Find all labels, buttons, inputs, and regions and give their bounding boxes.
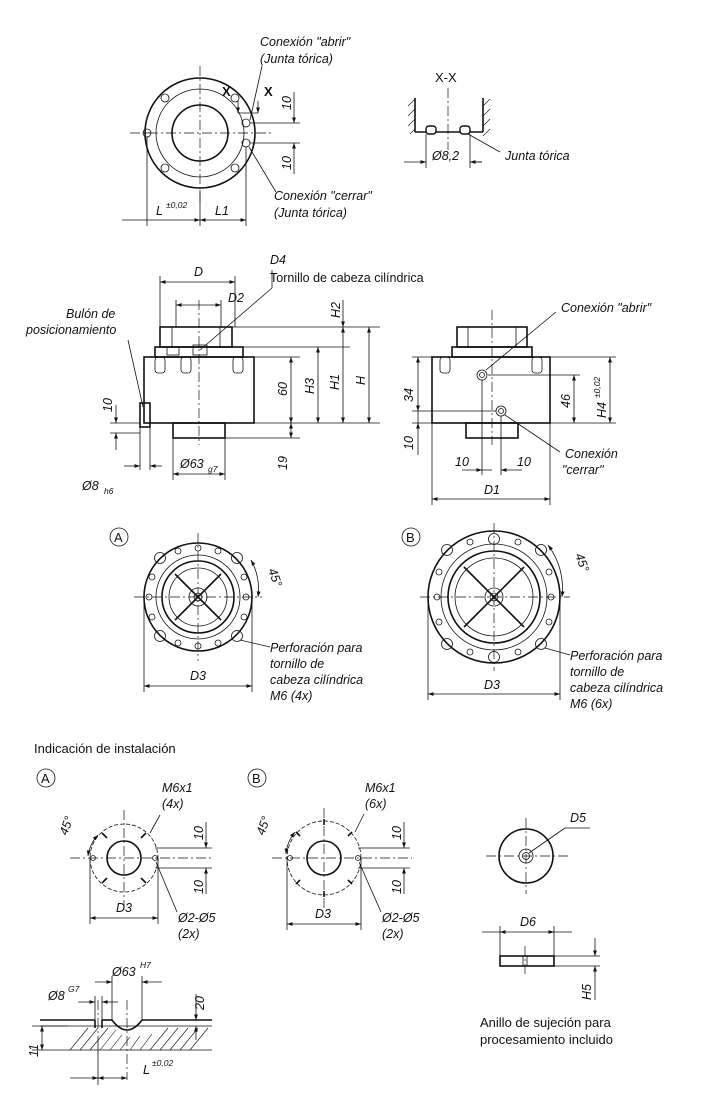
install-b-D3: D3	[315, 907, 331, 921]
dim-10-lower: 10	[280, 156, 294, 170]
dim-60: 60	[276, 382, 290, 396]
conn-close-sub: (Junta tórica)	[274, 206, 347, 220]
section-xx: X-X Ø8,2 Junta tórica	[404, 70, 570, 168]
dim-D3-a: D3	[190, 669, 206, 683]
conn-open-b: Conexión "abrir"	[561, 301, 652, 315]
dim-8: Ø8	[81, 479, 99, 493]
dim-D1: D1	[484, 483, 500, 497]
dim-10b-b: 10	[517, 455, 531, 469]
install-a-10b: 10	[192, 880, 206, 894]
dim-oring-bore: Ø8,2	[431, 149, 459, 163]
clamping-ring: D5 D6 H5 Anillo de sujeción para procesa…	[480, 811, 613, 1047]
bore-a-1: Perforación para	[270, 641, 362, 655]
section-title: X-X	[435, 70, 457, 85]
section-mark-left: X	[222, 84, 231, 99]
install-20: 20	[193, 996, 207, 1011]
dim-L: L	[156, 204, 163, 218]
pin-label-2: posicionamiento	[25, 323, 116, 337]
bottom-view-a: A 45° Perforación para tornillo de cabez…	[109, 527, 363, 703]
install-a: A M6x1 (4x) 45° 10 10 D3 Ø2-Ø5 (2x)	[36, 768, 216, 941]
dim-34: 34	[402, 388, 416, 402]
dim-8-tol: h6	[104, 486, 114, 496]
dim-L-tol: ±0,02	[166, 200, 187, 210]
label-screw: Tornillo de cabeza cilíndrica	[270, 271, 424, 285]
install-a-bores: Ø2-Ø5	[177, 911, 216, 925]
dim-H2: H2	[329, 302, 343, 318]
angle-b: 45°	[572, 551, 592, 574]
dim-D3-b: D3	[484, 678, 500, 692]
ring-caption-2: procesamiento incluido	[480, 1032, 613, 1047]
dim-63: Ø63	[179, 457, 204, 471]
pin-label: Bulón de	[66, 307, 115, 321]
oring-label: Junta tórica	[504, 149, 570, 163]
install-a-thread: M6x1	[162, 781, 193, 795]
bore-b-1: Perforación para	[570, 649, 662, 663]
install-b: B M6x1 (6x) 45° 10 10 D3 Ø2-Ø5 (2x)	[247, 768, 420, 941]
install-marker-b: B	[252, 771, 261, 786]
install-a-D3: D3	[116, 901, 132, 915]
bore-a-4: M6 (4x)	[270, 689, 312, 703]
install-63-tol: H7	[140, 960, 151, 970]
install-b-thread: M6x1	[365, 781, 396, 795]
install-b-10a: 10	[390, 826, 404, 840]
dim-10-upper: 10	[280, 96, 294, 110]
ring-H5: H5	[580, 984, 594, 1000]
dim-D: D	[194, 265, 203, 279]
bore-a-2: tornillo de	[270, 657, 324, 671]
dim-10a-b: 10	[455, 455, 469, 469]
dim-19: 19	[276, 456, 290, 470]
install-b-angle: 45°	[254, 814, 274, 837]
dim-L1: L1	[215, 204, 229, 218]
conn-open-label: Conexión "abrir"	[260, 35, 351, 49]
side-view-a: D D2 D4 Tornillo de cabeza cilíndrica Bu…	[25, 253, 424, 496]
side-view-b: Conexión "abrir" Conexión "cerrar" 34 10…	[402, 301, 652, 505]
install-63: Ø63	[111, 965, 136, 979]
install-heading: Indicación de instalación	[34, 741, 176, 756]
dim-H4: H4	[595, 402, 609, 418]
install-L-tol: ±0,02	[152, 1058, 173, 1068]
dim-H1: H1	[328, 374, 342, 390]
dim-63-tol: g7	[208, 464, 218, 474]
conn-close-b-2: "cerrar"	[562, 463, 604, 477]
install-section: Ø63 H7 Ø8 G7 20 11 L ±0,02	[27, 960, 212, 1085]
install-b-bores: Ø2-Ø5	[381, 911, 420, 925]
install-a-thread-count: (4x)	[162, 797, 184, 811]
dim-10-left-b: 10	[402, 436, 416, 450]
install-a-bores-count: (2x)	[178, 927, 200, 941]
conn-close-b: Conexión	[565, 447, 618, 461]
install-8-tol: G7	[68, 984, 80, 994]
marker-a: A	[114, 530, 123, 545]
dim-H4-tol: ±0,02	[592, 377, 602, 398]
install-L: L	[143, 1063, 150, 1077]
install-b-10b: 10	[390, 880, 404, 894]
top-view: X X 10 10 Conexión "abrir" (Junta tórica…	[122, 35, 372, 226]
dim-H: H	[354, 375, 368, 385]
ring-caption-1: Anillo de sujeción para	[480, 1015, 612, 1030]
section-mark-right: X	[264, 84, 273, 99]
bore-b-2: tornillo de	[570, 665, 624, 679]
bore-b-3: cabeza cilíndrica	[570, 681, 663, 695]
dim-10-pin: 10	[101, 398, 115, 412]
install-marker-a: A	[41, 771, 50, 786]
bore-b-4: M6 (6x)	[570, 697, 612, 711]
bottom-view-b: B 45° Perforación para tornillo de cabez…	[401, 523, 663, 711]
bore-a-3: cabeza cilíndrica	[270, 673, 363, 687]
dim-46: 46	[559, 394, 573, 408]
conn-close-label: Conexión "cerrar"	[274, 189, 372, 203]
conn-open-sub: (Junta tórica)	[260, 52, 333, 66]
ring-D5: D5	[570, 811, 586, 825]
install-b-thread-count: (6x)	[365, 797, 387, 811]
angle-a: 45°	[265, 566, 285, 589]
label-D4: D4	[270, 253, 286, 267]
install-8: Ø8	[47, 989, 65, 1003]
ring-D6: D6	[520, 915, 536, 929]
install-11: 11	[27, 1044, 41, 1057]
marker-b: B	[406, 530, 415, 545]
install-a-10a: 10	[192, 826, 206, 840]
dim-H3: H3	[303, 378, 317, 394]
install-b-bores-count: (2x)	[382, 927, 404, 941]
install-a-angle: 45°	[57, 814, 77, 837]
dim-D2: D2	[228, 291, 244, 305]
